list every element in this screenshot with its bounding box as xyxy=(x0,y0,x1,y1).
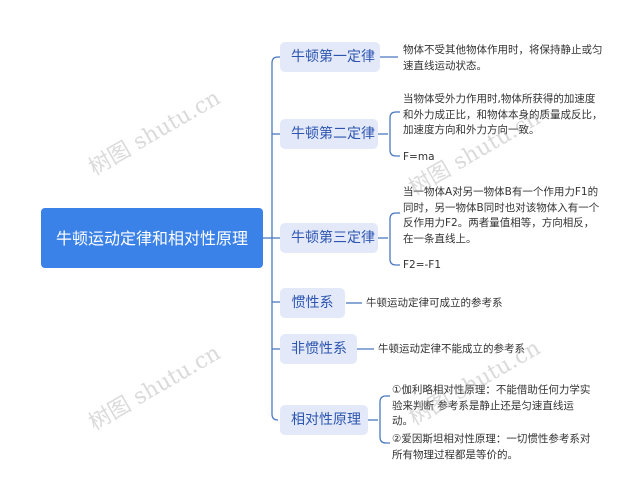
leaf-newton-second-formula: F=ma xyxy=(403,151,435,163)
leaf-newton-first-desc: 物体不受其他物体作用时，将保持静止或匀速直线运动状态。 xyxy=(403,44,603,72)
branch-non-inertial-frame[interactable]: 非惯性系 xyxy=(280,334,357,364)
root-label: 牛顿运动定律和相对性原理 xyxy=(55,228,248,248)
branch-label: 非惯性系 xyxy=(291,341,347,357)
branch-label: 惯性系 xyxy=(291,295,334,311)
branch-newton-second-law[interactable]: 牛顿第二定律 xyxy=(280,119,378,149)
root-node[interactable]: 牛顿运动定律和相对性原理 xyxy=(41,208,263,268)
branch-label: 牛顿第二定律 xyxy=(291,126,375,142)
leaf-non-inertial-desc: 牛顿运动定律不能成立的参考系 xyxy=(378,343,525,355)
leaf-newton-third-formula: F2=-F1 xyxy=(403,259,442,271)
leaf-einstein-relativity: ②爱因斯坦相对性原理：一切惯性参考系对所有物理过程都是等价的。 xyxy=(392,433,591,461)
leaf-inertial-desc: 牛顿运动定律可成立的参考系 xyxy=(366,297,503,309)
leaf-newton-second-desc: 当物体受外力作用时,物体所获得的加速度和外力成正比，和物体本身的质量成反比，加速… xyxy=(403,93,603,136)
branch-label: 牛顿第三定律 xyxy=(291,230,375,246)
branch-newton-third-law[interactable]: 牛顿第三定律 xyxy=(280,223,378,253)
branch-relativity-principle[interactable]: 相对性原理 xyxy=(280,405,368,435)
leaf-newton-third-desc: 当一物体A对另一物体B有一个作用力F1的同时，另一物体B同时也对该物体入有一个反… xyxy=(403,186,600,245)
branch-newton-first-law[interactable]: 牛顿第一定律 xyxy=(280,42,380,72)
branch-inertial-frame[interactable]: 惯性系 xyxy=(280,288,345,318)
branch-label: 相对性原理 xyxy=(291,412,361,428)
branch-label: 牛顿第一定律 xyxy=(291,49,375,65)
leaf-galileo-relativity: ①伽利略相对性原理：不能借助任何力学实验来判断 参考系是静止还是匀速直线运动。 xyxy=(392,384,591,427)
